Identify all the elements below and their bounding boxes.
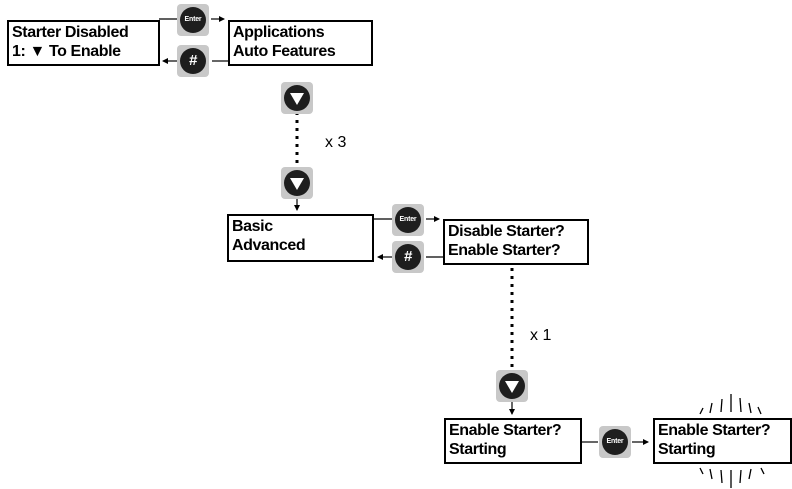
down-arrow-key-icon	[499, 373, 525, 399]
repeat-count-label: x 3	[325, 134, 347, 151]
screen-enable-starting-blinking: Enable Starter? Starting	[653, 418, 792, 464]
screen-line-2: Auto Features	[233, 43, 336, 60]
screen-line-2: 1: ▼ To Enable	[12, 43, 121, 60]
enter-key-button[interactable]: Enter	[392, 204, 424, 236]
screen-line-1: Enable Starter?	[449, 422, 562, 439]
screen-enable-starting: Enable Starter? Starting	[444, 418, 582, 464]
down-key-button[interactable]	[281, 167, 313, 199]
screen-disable-enable: Disable Starter? Enable Starter?	[443, 219, 589, 265]
screen-line-2: Advanced	[232, 237, 306, 254]
enter-key-icon: Enter	[395, 207, 421, 233]
enter-key-button[interactable]: Enter	[177, 4, 209, 36]
screen-basic-advanced: Basic Advanced	[227, 214, 374, 262]
screen-line-1: Starter Disabled	[12, 24, 129, 41]
repeat-count-label: x 1	[530, 327, 552, 344]
screen-line-2: Enable Starter?	[448, 242, 561, 259]
hash-key-icon: #	[180, 48, 206, 74]
blink-rays	[699, 394, 765, 488]
down-arrow-key-icon	[284, 85, 310, 111]
screen-line-2: Starting	[449, 441, 507, 458]
hash-key-icon: #	[395, 244, 421, 270]
enter-key-button[interactable]: Enter	[599, 426, 631, 458]
down-arrow-key-icon	[284, 170, 310, 196]
screen-starter-disabled: Starter Disabled 1: ▼ To Enable	[7, 20, 160, 66]
down-key-button[interactable]	[281, 82, 313, 114]
screen-line-1: Applications	[233, 24, 325, 41]
enter-key-icon: Enter	[180, 7, 206, 33]
screen-line-2: Starting	[658, 441, 716, 458]
screen-applications: Applications Auto Features	[228, 20, 373, 66]
enter-key-icon: Enter	[602, 429, 628, 455]
down-key-button[interactable]	[496, 370, 528, 402]
screen-line-1: Basic	[232, 218, 273, 235]
hash-key-button[interactable]: #	[177, 45, 209, 77]
hash-key-button[interactable]: #	[392, 241, 424, 273]
screen-line-1: Disable Starter?	[448, 223, 565, 240]
screen-line-1: Enable Starter?	[658, 422, 771, 439]
